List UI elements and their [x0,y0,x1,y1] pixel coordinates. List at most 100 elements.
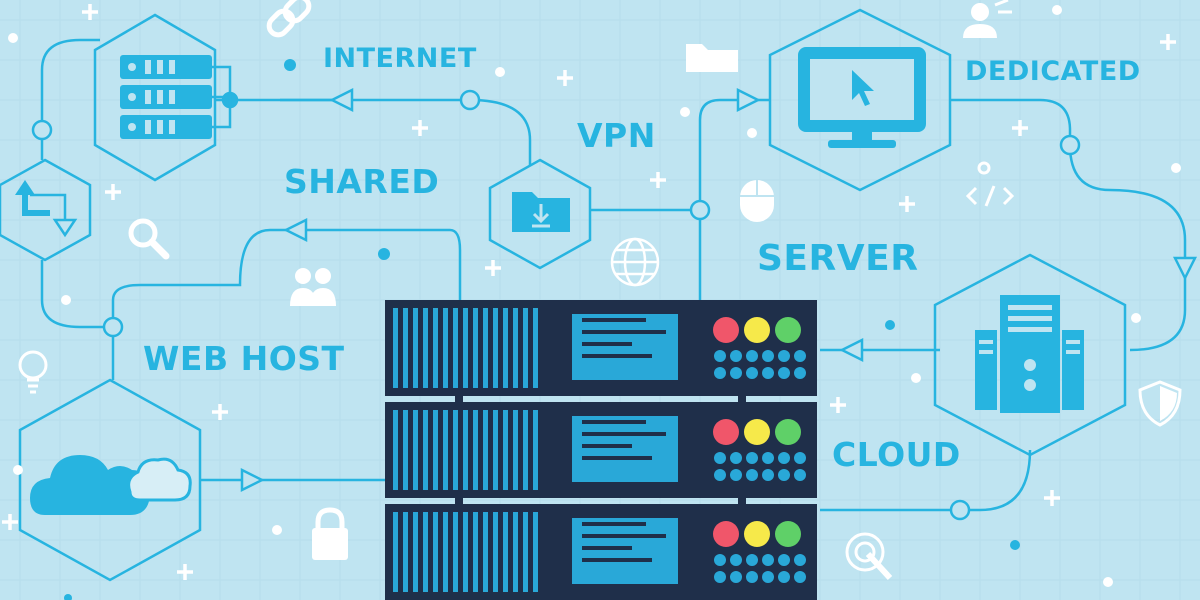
plus-sign [82,4,98,20]
plus-sign [2,514,18,530]
link-icon [266,0,312,38]
vent-slot [453,512,458,592]
vent-slot [493,512,498,592]
status-led [775,419,801,445]
arrowheads [240,87,1198,493]
server-stack-icon [120,55,232,139]
vent-slot [503,410,508,490]
decor-dot [680,107,690,117]
display-line [582,534,666,538]
vent-slot [533,512,538,592]
plus-sign [830,397,846,413]
vent-slot [433,308,438,388]
status-led [744,317,770,343]
port-dot [714,350,726,362]
connector-lines [40,38,1187,512]
vent-slot [523,308,528,388]
port-dot [794,452,806,464]
rack-units [393,308,806,592]
search-icon [128,218,170,260]
port-dot [794,571,806,583]
vent-slot [503,512,508,592]
port-dot [714,367,726,379]
plus-sign [557,70,573,86]
plus-sign [412,120,428,136]
decor-dot [495,67,505,77]
decor-dot [64,594,72,600]
click-icon [845,532,893,581]
decor-dot [378,248,390,260]
vent-slot [393,512,398,592]
vent-slot [423,512,428,592]
code-icon [965,161,1015,207]
vent-slot [463,308,468,388]
port-dot [746,571,758,583]
vent-slot [463,512,468,592]
port-dot [762,367,774,379]
display-line [582,330,666,334]
port-dot [730,571,742,583]
plus-sign [1160,34,1176,50]
vent-slot [463,410,468,490]
vent-slot [533,410,538,490]
plus-sign [1044,490,1060,506]
port-dot [778,554,790,566]
vent-slot [473,308,478,388]
vent-slot [423,308,428,388]
hex-cloud [18,378,202,582]
decor-dot [1103,577,1113,587]
server-tower-icon [975,295,1084,413]
decor-dot [8,33,18,43]
decor-dot [13,465,23,475]
vent-slot [413,308,418,388]
users-icon [290,268,336,306]
port-dot [746,367,758,379]
port-dot [778,469,790,481]
decor-dot [911,373,921,383]
port-dot [746,554,758,566]
plus-sign [1012,120,1028,136]
port-dot [730,469,742,481]
monitor-cursor-icon [798,47,926,148]
port-dot [730,554,742,566]
folder-icon [686,44,738,72]
globe-icon [610,237,660,287]
status-led [713,521,739,547]
display-panel [572,416,678,482]
display-line [582,522,646,526]
status-led [744,521,770,547]
label-server: SERVER [757,238,919,279]
decor-plus [2,4,1176,580]
vent-slot [433,512,438,592]
port-dot [714,452,726,464]
vent-slot [413,410,418,490]
vent-slot [493,308,498,388]
vent-slot [493,410,498,490]
port-dot [762,571,774,583]
port-dot [714,554,726,566]
decor-dot [1010,540,1020,550]
port-dot [794,350,806,362]
hex-server-stack [93,13,217,182]
port-dot [730,452,742,464]
user-admin-icon [963,0,1012,38]
port-dot [778,350,790,362]
decor-dot [61,295,71,305]
folder-download-icon [512,192,570,232]
decor-dot [747,128,757,138]
display-line [582,456,652,460]
vent-slot [443,512,448,592]
label-web-host: WEB HOST [143,339,345,378]
status-led [713,317,739,343]
port-dot [762,350,774,362]
port-dot [746,469,758,481]
vent-slot [533,308,538,388]
decor-dot [1171,163,1181,173]
vent-slot [403,308,408,388]
vent-slot [453,308,458,388]
decor-dots [8,5,1181,600]
port-dot [714,469,726,481]
display-line [582,354,652,358]
plus-sign [212,404,228,420]
